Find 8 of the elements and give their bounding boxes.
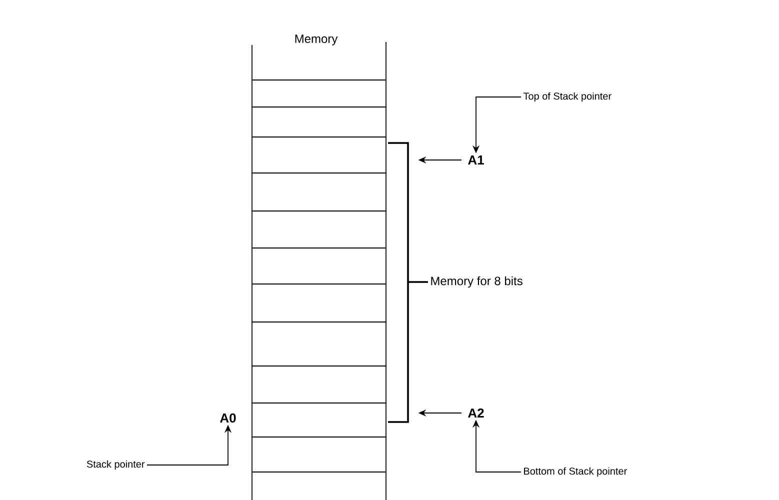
pointer-label: Bottom of Stack pointer [524,467,627,477]
pointer-label: Top of Stack pointer [523,92,612,102]
address-label: A1 [468,156,484,164]
memory-column: Memory [252,34,386,500]
bracket-label: Memory for 8 bits [431,276,522,288]
address-label: A2 [468,408,484,418]
address-label: A0 [220,413,236,423]
pointer-label: Stack pointer [86,460,145,470]
